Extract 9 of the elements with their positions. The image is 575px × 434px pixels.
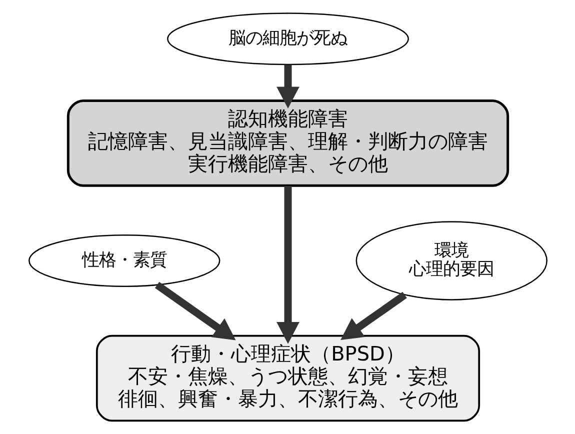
node-box: 認知機能障害 記憶障害、見当識障害、理解・判断力の障害 実行機能障害、その他 <box>66 99 509 187</box>
arrow <box>276 64 299 108</box>
arrow <box>340 292 406 340</box>
node-box: 行動・心理症状（BPSD） 不安・焦燥、うつ状態、幻覚・妄想 徘徊、興奮・暴力、不潔行為、その他 <box>95 334 480 422</box>
node-ellipse: 環境 心理的要因 <box>355 221 547 300</box>
arrow <box>154 282 236 340</box>
arrow <box>276 186 299 344</box>
node-ellipse: 脳の細胞が死ぬ <box>166 12 408 66</box>
node-ellipse: 性格・素質 <box>28 234 220 287</box>
